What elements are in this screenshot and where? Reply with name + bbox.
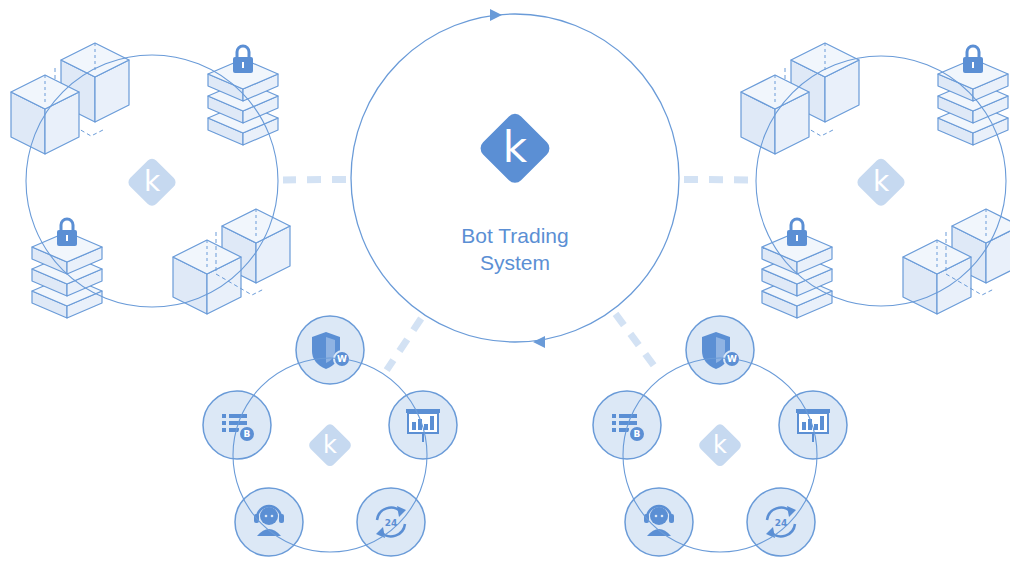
text-holder: k — [312, 433, 348, 457]
logo-letter: k — [873, 168, 889, 196]
locked-stack — [938, 46, 1008, 145]
text-holder: k — [490, 127, 540, 169]
text-holder: Bot Trading System — [440, 222, 590, 277]
icon-badge-text: W — [337, 355, 347, 364]
hub-circle: kBot Trading System — [350, 13, 680, 343]
satellite-circle: k — [755, 55, 1007, 307]
logo-diamond — [307, 422, 353, 468]
feature-icons — [593, 316, 847, 556]
locked-stack — [32, 219, 102, 318]
icon-circle — [625, 488, 693, 556]
dashed-connector — [283, 176, 346, 184]
dashed-connector — [684, 176, 751, 184]
logo-diamond — [855, 156, 907, 208]
blockchain-illustration — [11, 43, 290, 318]
satellite-circle: k — [25, 54, 279, 308]
text-holder: k — [861, 168, 901, 196]
logo-diamond — [697, 422, 743, 468]
cycle-arrowhead — [533, 336, 545, 348]
icon-circle — [357, 488, 425, 556]
dashed-connector — [616, 314, 660, 373]
blockchain-illustration — [741, 43, 1010, 318]
dashed-bracket — [946, 232, 994, 295]
icon-circle — [747, 488, 815, 556]
icon-circle — [235, 488, 303, 556]
icon-circle — [593, 391, 661, 459]
icon-circle — [779, 391, 847, 459]
icon-badge-text: 24 — [775, 519, 788, 528]
node-title: Bot Trading System — [440, 222, 590, 277]
logo-diamond — [477, 110, 553, 186]
logo-diamond — [126, 156, 178, 208]
logo-letter: k — [144, 168, 160, 196]
locked-stack — [762, 219, 832, 318]
dashed-connector — [387, 319, 421, 371]
icon-circle — [686, 316, 754, 384]
icon-badge-text: 24 — [385, 519, 398, 528]
circle-outline — [350, 13, 680, 343]
icon-circle — [203, 391, 271, 459]
icon-badge-text: B — [244, 430, 251, 439]
icon-badge-text: W — [727, 355, 737, 364]
satellite-circle: k — [232, 357, 428, 553]
logo-letter: k — [503, 127, 527, 169]
feature-icons — [203, 316, 457, 556]
icon-badge-text: B — [634, 430, 641, 439]
icon-circle — [389, 391, 457, 459]
satellite-circle: k — [622, 357, 818, 553]
icon-circle — [296, 316, 364, 384]
text-holder: k — [132, 168, 172, 196]
logo-letter: k — [713, 433, 727, 457]
text-holder: k — [702, 433, 738, 457]
logo-letter: k — [323, 433, 337, 457]
